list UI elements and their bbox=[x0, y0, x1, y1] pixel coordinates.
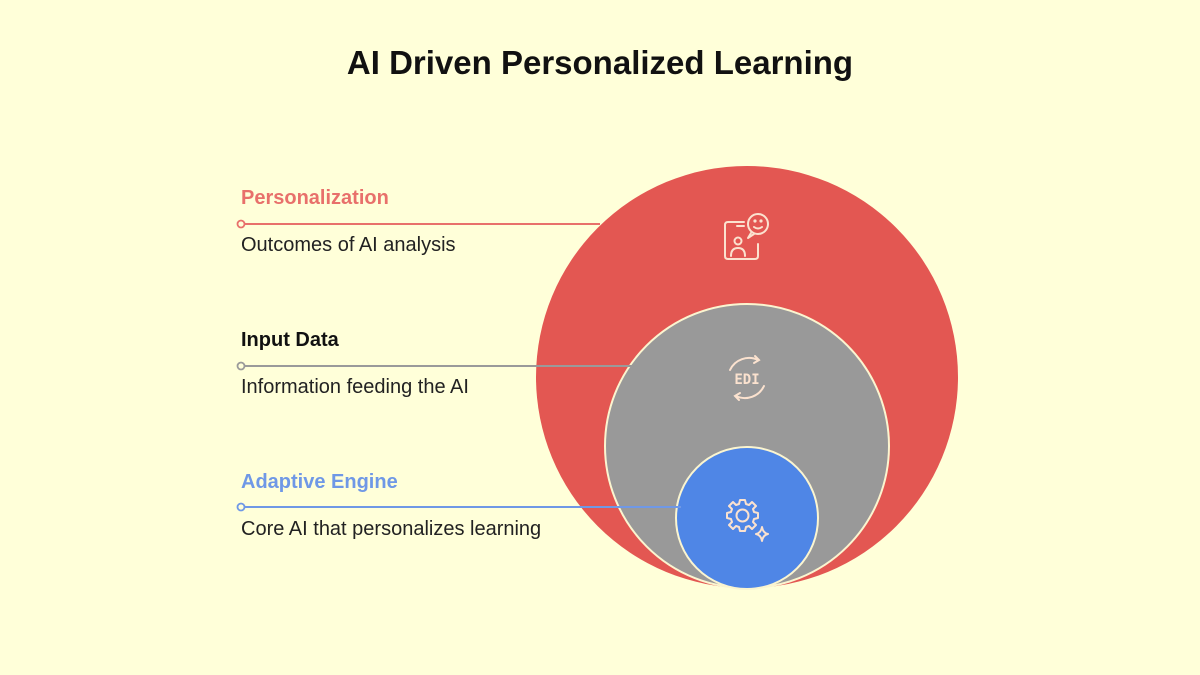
adaptive-engine-label: Adaptive Engine bbox=[241, 471, 398, 493]
personalization-label: Personalization bbox=[241, 187, 389, 209]
diagram-title: AI Driven Personalized Learning bbox=[346, 44, 854, 81]
adaptive-engine-description: Core AI that personalizes learning bbox=[241, 518, 542, 540]
input-data-connector bbox=[236, 361, 632, 371]
personalized-chat-icon bbox=[724, 213, 769, 260]
input-data-label: Input Data bbox=[241, 329, 339, 351]
input-data-description: Information feeding the AI bbox=[241, 376, 469, 398]
edi-data-exchange-icon: EDI bbox=[729, 355, 765, 401]
personalization-connector bbox=[236, 219, 600, 229]
gear-sparkle-icon bbox=[726, 499, 769, 542]
personalization-description: Outcomes of AI analysis bbox=[241, 234, 456, 256]
adaptive-engine-connector bbox=[236, 502, 681, 512]
edi-icon-text: EDI bbox=[734, 372, 759, 388]
